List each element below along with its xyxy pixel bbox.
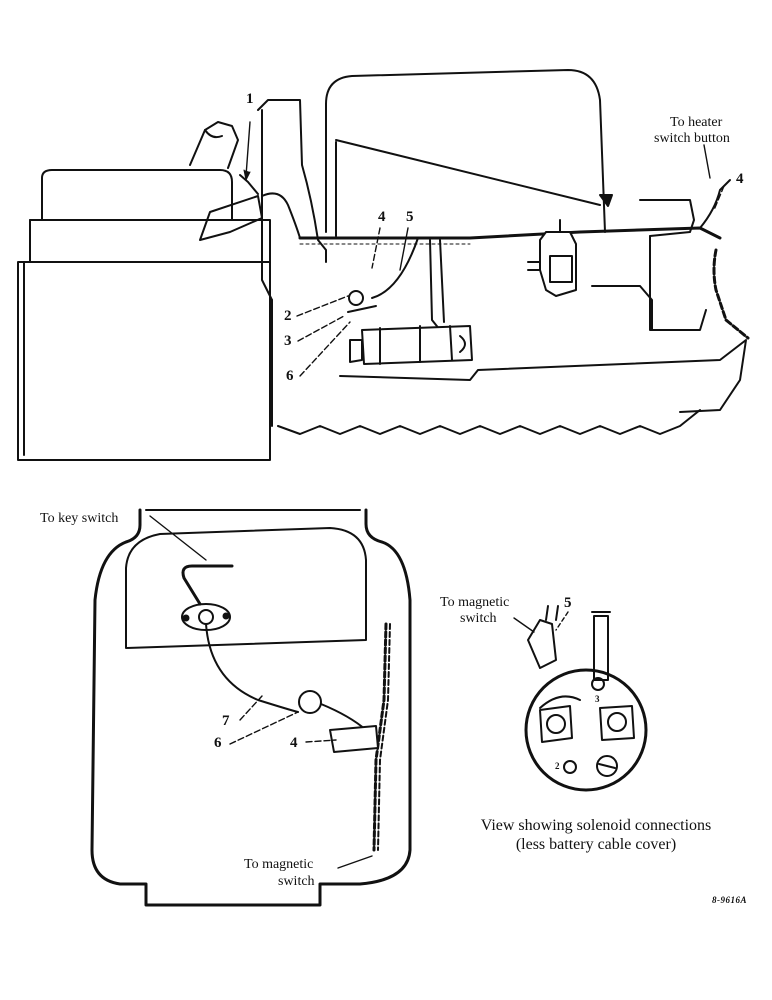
- callout-3: 3: [284, 333, 292, 349]
- heater-label-line1: To heater: [670, 115, 723, 130]
- solenoid-view: [513, 605, 648, 792]
- caption-line1: View showing solenoid connections: [480, 817, 712, 834]
- callout-6: 6: [286, 368, 294, 384]
- caption-line2: (less battery cable cover): [515, 836, 677, 854]
- figure-id: 8-9616A: [712, 895, 747, 905]
- dash-panel-view: [90, 508, 412, 907]
- dash-callout-7: 7: [222, 713, 230, 729]
- callout-4-right: 4: [736, 171, 744, 187]
- heater-label-line2: switch button: [654, 131, 730, 146]
- callout-4: 4: [378, 209, 386, 225]
- solenoid-magnetic-label-line2: switch: [460, 611, 497, 626]
- callout-2: 2: [284, 308, 292, 324]
- callout-1: 1: [246, 91, 254, 107]
- tractor-side-view: [17, 69, 750, 461]
- dash-callout-4: 4: [290, 735, 298, 751]
- terminal-label-2: 2: [555, 761, 560, 771]
- dash-magnetic-label-line2: switch: [278, 874, 315, 889]
- terminal-label-3: 3: [595, 694, 600, 704]
- solenoid-magnetic-label-line1: To magnetic: [440, 595, 510, 610]
- solenoid-callout-5: 5: [564, 595, 572, 611]
- dash-magnetic-label-line1: To magnetic: [244, 857, 314, 872]
- key-switch-label: To key switch: [40, 511, 119, 526]
- callout-5: 5: [406, 209, 414, 225]
- solenoid-caption: View showing solenoid connections (less …: [440, 816, 752, 854]
- dash-callout-6: 6: [214, 735, 222, 751]
